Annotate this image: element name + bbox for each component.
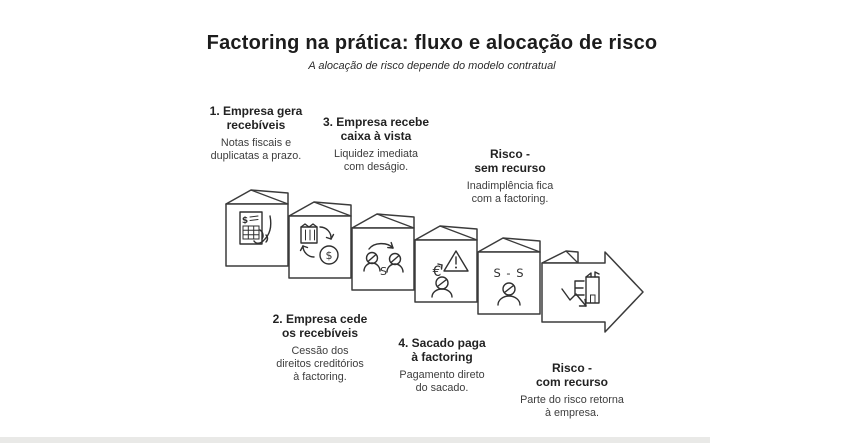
transfer-currency-glyph: S <box>380 265 387 278</box>
risk-com-recurso-heading: Risco - com recurso <box>535 361 609 390</box>
step3-heading: 3. Empresa recebe caixa à vista <box>322 115 430 144</box>
step2-heading: 2. Empresa cede os recebíveis <box>272 312 368 341</box>
flow-card-2: $ <box>288 201 352 279</box>
step1-description: Notas fiscais e duplicatas a prazo. <box>210 137 302 163</box>
invoice-currency-glyph: $ <box>242 216 248 226</box>
payment-text-glyph: S - S <box>493 266 524 280</box>
risk-sem-recurso-heading: Risco - sem recurso <box>474 147 546 176</box>
step2-description: Cessão dos direitos creditórios à factor… <box>276 345 364 383</box>
risk-sem-recurso-description: Inadimplência fica com a factoring. <box>466 180 554 206</box>
step4-heading: 4. Sacado paga à factoring <box>398 336 486 365</box>
risk-com-recurso-label: Risco - com recurso Parte do risco retor… <box>520 361 624 420</box>
default-warning-icon: € <box>431 250 469 298</box>
receivable-to-cash-icon: $ <box>299 223 339 265</box>
step3-label: 3. Empresa recebe caixa à vista Liquidez… <box>323 115 429 174</box>
risk-sem-recurso-label: Risco - sem recurso Inadimplência fica c… <box>467 147 553 206</box>
risk-return-company-icon <box>561 271 600 307</box>
flow-card-4: € <box>414 225 478 303</box>
infographic-title: Factoring na prática: fluxo e alocação d… <box>206 32 658 54</box>
debtor-pays-icon: S - S <box>493 266 524 306</box>
risk-com-recurso-description: Parte do risco retorna à empresa. <box>520 394 624 420</box>
flow-card-1: $ <box>225 189 289 267</box>
infographic-subtitle: A alocação de risco depende do modelo co… <box>308 60 556 72</box>
step4-label: 4. Sacado paga à factoring Pagamento dir… <box>398 336 485 395</box>
footer-bar <box>0 437 710 443</box>
invoice-hand-icon: $ <box>239 211 272 245</box>
euro-arrow-glyph: € <box>433 264 442 280</box>
step4-description: Pagamento direto do sacado. <box>399 369 485 395</box>
cede-receivables-icon: S <box>363 241 404 278</box>
flow-card-5: S - S <box>477 237 541 315</box>
flow-arrow <box>541 250 644 333</box>
flow-card-3: S <box>351 213 415 291</box>
coin-currency-glyph: $ <box>326 249 333 262</box>
warning-dot <box>455 266 457 269</box>
step1-heading: 1. Empresa gera recebíveis <box>209 104 303 133</box>
step2-label: 2. Empresa cede os recebíveis Cessão dos… <box>273 312 368 384</box>
step1-label: 1. Empresa gera recebíveis Notas fiscais… <box>210 104 303 163</box>
step3-description: Liquidez imediata com deságio. <box>333 148 419 174</box>
